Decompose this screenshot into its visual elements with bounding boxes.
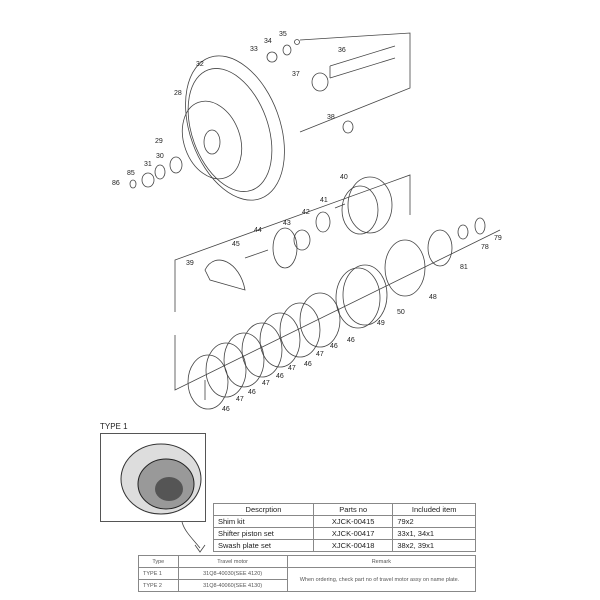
header-travel-motor: Travel motor [177, 555, 288, 568]
callout: 85 [127, 170, 135, 177]
callout: 49 [377, 320, 385, 327]
callout: 78 [481, 244, 489, 251]
header-parts-no: Parts no [312, 503, 394, 516]
cell: Swash plate set [213, 539, 314, 552]
callout: 29 [155, 138, 163, 145]
header-type: Type [138, 555, 179, 568]
callout: 41 [320, 197, 328, 204]
callout: 46 [330, 343, 338, 350]
callout: 36 [338, 47, 346, 54]
cell: XJCK-00417 [312, 527, 394, 540]
travel-motor-image [120, 443, 202, 515]
callout: 44 [254, 227, 262, 234]
type-1-label: TYPE 1 [100, 422, 128, 431]
callout: 39 [186, 260, 194, 267]
callout: 28 [174, 90, 182, 97]
callout: 37 [292, 71, 300, 78]
callout: 30 [156, 153, 164, 160]
callout: 47 [236, 396, 244, 403]
callout: 45 [232, 241, 240, 248]
callout: 47 [288, 365, 296, 372]
motor-parts [187, 176, 486, 410]
frame-lines [174, 32, 501, 400]
callout: 46 [248, 389, 256, 396]
callout: 40 [340, 174, 348, 181]
cell: Shifter piston set [213, 527, 314, 540]
callout: 43 [283, 220, 291, 227]
cell: XJCK-00418 [312, 539, 394, 552]
cell: 31Q8-40030(SEE 4120) [177, 567, 288, 580]
callout: 50 [397, 309, 405, 316]
header-description: Descrption [213, 503, 314, 516]
callout: 46 [222, 406, 230, 413]
travel-motor-photo [100, 433, 206, 522]
header-remark: Remark [286, 555, 477, 568]
callout: 38 [327, 114, 335, 121]
callout: 47 [316, 351, 324, 358]
callout: 79 [494, 235, 502, 242]
cell: XJCK-00415 [312, 515, 394, 528]
cell: Shim kit [213, 515, 314, 528]
callout: 31 [144, 161, 152, 168]
callout: 46 [347, 337, 355, 344]
cell: TYPE 2 [138, 579, 179, 592]
cell: TYPE 1 [138, 567, 179, 580]
hub-housing [129, 39, 396, 201]
header-included-item: Included item [392, 503, 476, 516]
callout: 46 [276, 373, 284, 380]
remark-cell: When ordering, check part no of travel m… [286, 567, 477, 592]
cell: 38x2, 39x1 [392, 539, 476, 552]
callout: 42 [302, 209, 310, 216]
callout-labels: 35 34 33 36 32 37 28 38 29 30 31 85 86 4… [112, 31, 502, 413]
callout: 81 [460, 264, 468, 271]
callout: 33 [250, 46, 258, 53]
cell: 33x1, 34x1 [392, 527, 476, 540]
callout: 48 [429, 294, 437, 301]
cell: 31Q8-40060(SEE 4130) [177, 579, 288, 592]
callout: 47 [262, 380, 270, 387]
callout: 32 [196, 61, 204, 68]
cell: 79x2 [392, 515, 476, 528]
callout: 35 [279, 31, 287, 38]
callout: 46 [304, 361, 312, 368]
callout: 34 [264, 38, 272, 45]
callout: 86 [112, 180, 120, 187]
